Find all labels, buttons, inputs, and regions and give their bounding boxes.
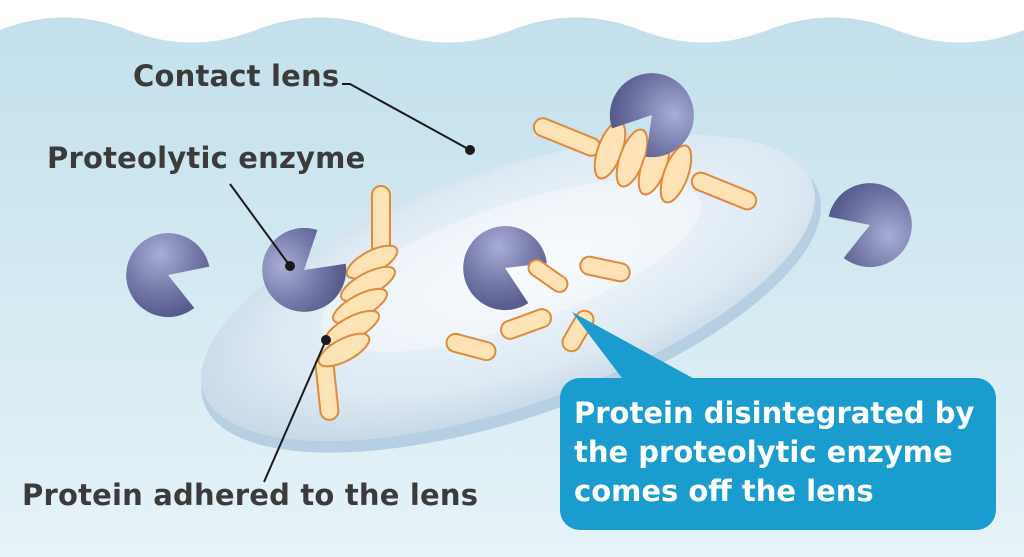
protein-strand-left [314,185,399,421]
proteolytic-enzyme-label: Proteolytic enzyme [47,141,366,175]
callout-bubble [560,312,996,530]
callout-line: Protein disintegrated by [574,396,975,430]
callout-text: Protein disintegrated by the proteolytic… [574,394,994,511]
callout-line: the proteolytic enzyme [574,435,953,469]
enzyme-pointer-dot [285,261,295,271]
protein-pointer-dot [321,335,331,345]
leader-lines [229,83,471,483]
protein-adhered-label: Protein adhered to the lens [22,478,479,512]
callout-line: comes off the lens [574,474,874,508]
contact-lens-label: Contact lens [133,59,340,93]
lens-pointer-dot [465,145,475,155]
